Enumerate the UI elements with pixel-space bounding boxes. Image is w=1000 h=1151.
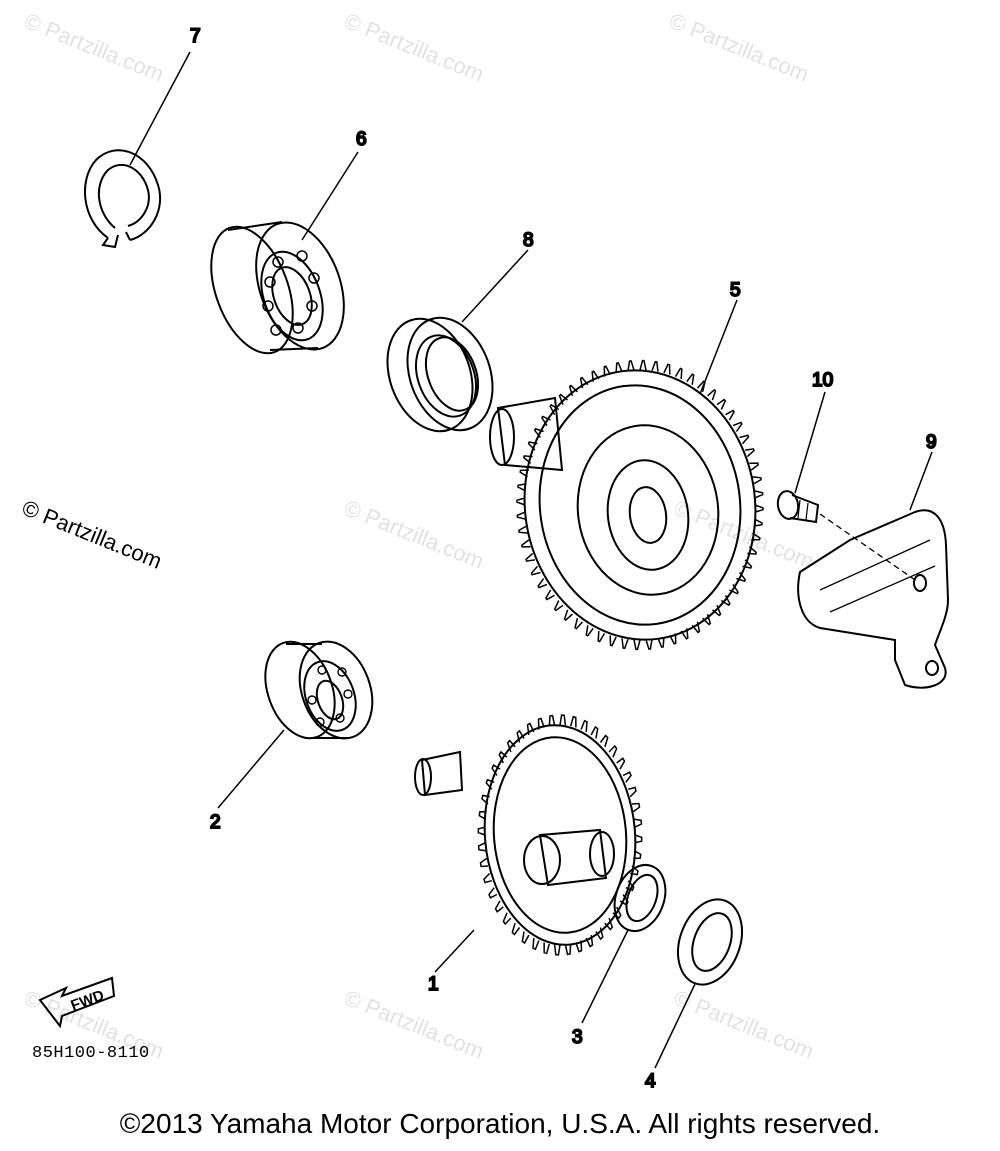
callout-9: 9 (926, 432, 937, 453)
oil-seal-part-8[interactable] (373, 306, 508, 443)
washer-part-4[interactable] (667, 890, 753, 993)
washer-part-3[interactable] (606, 858, 674, 938)
callout-8: 8 (523, 230, 534, 251)
leader-lines (129, 51, 933, 1069)
bracket-part-9[interactable] (797, 509, 950, 689)
diagram-code: 85H100-8110 (32, 1044, 150, 1063)
ball-bearing-part-6[interactable] (196, 210, 361, 364)
bolt-part-10[interactable] (776, 489, 919, 583)
callout-5: 5 (730, 280, 741, 301)
callout-1: 1 (428, 974, 439, 995)
callout-2: 2 (210, 812, 221, 833)
callout-10: 10 (812, 370, 833, 391)
ball-bearing-part-2[interactable] (253, 631, 385, 748)
circlip-part-7[interactable] (83, 149, 161, 249)
gear-part-1[interactable] (414, 714, 644, 956)
callout-3: 3 (572, 1027, 583, 1048)
copyright-notice: ©2013 Yamaha Motor Corporation, U.S.A. A… (119, 1108, 881, 1139)
callout-4: 4 (645, 1071, 656, 1092)
gear-part-5[interactable] (489, 355, 773, 654)
fwd-arrow-icon: FWD (38, 976, 116, 1029)
callout-7: 7 (190, 26, 201, 47)
gear-teeth (516, 359, 764, 651)
callout-6: 6 (356, 129, 367, 150)
